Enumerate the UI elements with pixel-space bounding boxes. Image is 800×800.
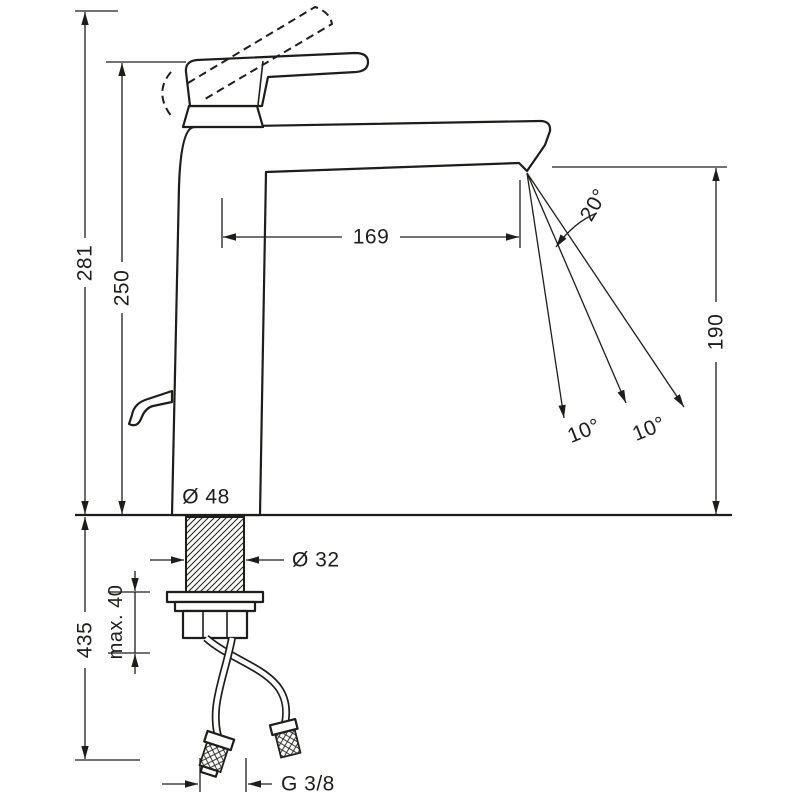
hose-connector-left xyxy=(198,729,236,778)
threaded-shank xyxy=(185,516,245,593)
angle-10-left-label: 10° xyxy=(564,414,603,448)
dim-outlet-height-label: 190 xyxy=(705,314,728,351)
dim-base-diameter-label: Ø 48 xyxy=(182,486,230,509)
dim-spout-reach-label: 169 xyxy=(353,226,390,249)
angle-20-label: 20° xyxy=(576,185,613,225)
stream-line-outer xyxy=(526,172,685,408)
dim-max-thickness-label: max. 40 xyxy=(105,585,127,660)
handle-travel-arc-dashed xyxy=(161,71,173,118)
faucet-handle-raised-dashed xyxy=(187,5,334,100)
dim-max-thickness: max. 40 xyxy=(105,571,150,674)
dim-outlet-height: 190 xyxy=(552,166,728,514)
hose-connector-right xyxy=(268,717,302,759)
stream-line-middle xyxy=(526,172,627,404)
dim-hose-thread: G 3/8 xyxy=(162,758,335,796)
stream-angle-lines: 20° 10° 10° xyxy=(526,172,685,448)
mounting-nut xyxy=(181,609,249,640)
dim-base-diameter: Ø 48 xyxy=(178,485,235,509)
dim-below-counter-label: 435 xyxy=(74,622,97,659)
supply-hose-right-inner xyxy=(204,636,289,729)
supply-hose-left-inner xyxy=(213,637,235,744)
dim-overall-height: 281 xyxy=(74,10,118,514)
angle-arc xyxy=(555,212,598,248)
connector-braid xyxy=(274,728,302,759)
dim-below-counter-height: 435 xyxy=(74,517,140,761)
dim-hose-thread-label: G 3/8 xyxy=(281,773,335,796)
dim-body-height: 250 xyxy=(106,61,186,514)
mounting-flange xyxy=(165,590,265,604)
mounting-gasket xyxy=(173,600,257,613)
mounting-nut-facets xyxy=(202,611,228,638)
dim-shank-diameter: Ø 32 xyxy=(150,549,340,572)
handle-escutcheon xyxy=(181,104,265,129)
faucet-body xyxy=(170,119,552,517)
label-background xyxy=(178,485,235,509)
faucet-handle xyxy=(184,51,370,108)
dim-spout-reach: 169 xyxy=(221,180,521,249)
supply-hoses xyxy=(203,634,290,745)
popup-rod-lever xyxy=(127,389,174,427)
handle-joint-line xyxy=(257,60,264,106)
connector-tip xyxy=(199,765,219,778)
dim-body-height-label: 250 xyxy=(111,270,134,307)
dim-overall-height-label: 281 xyxy=(74,245,97,282)
stream-line-vertical xyxy=(526,172,566,419)
dim-shank-diameter-label: Ø 32 xyxy=(292,549,340,572)
angle-10-right-label: 10° xyxy=(629,412,668,446)
